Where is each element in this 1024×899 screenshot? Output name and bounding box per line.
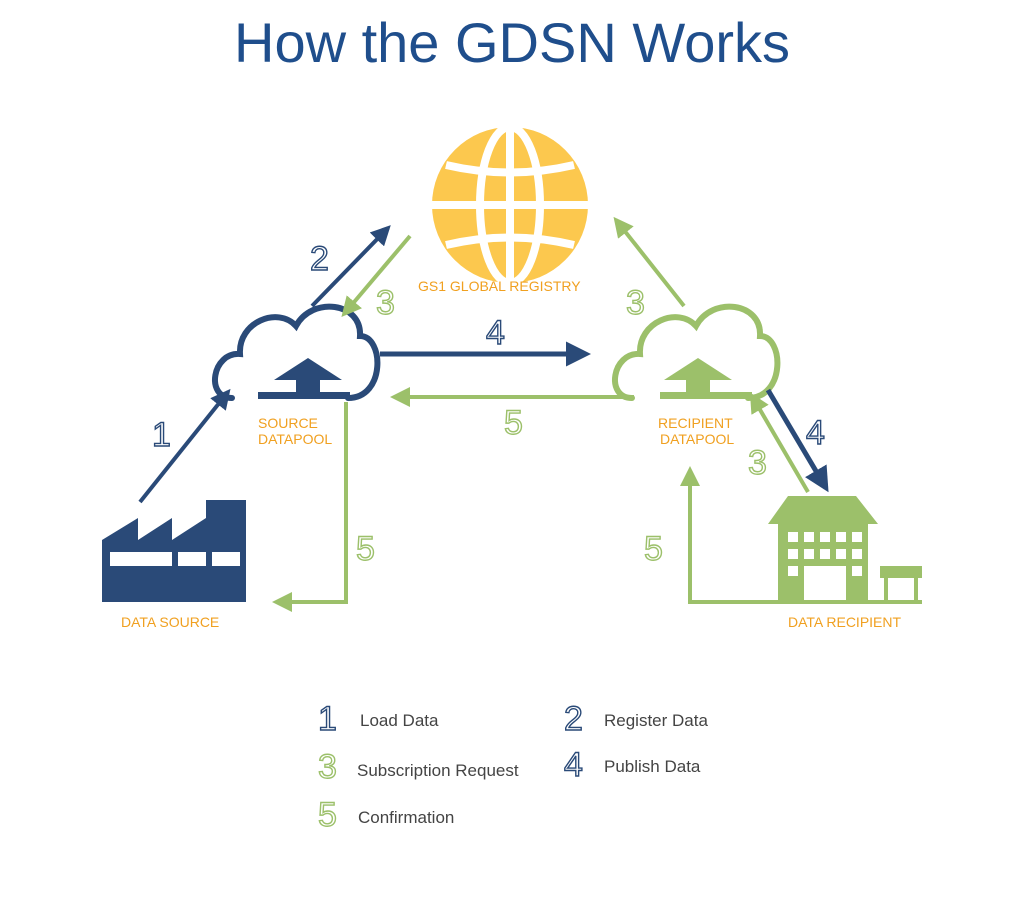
legend-num-5: 5 — [318, 796, 337, 834]
data-source-label: DATA SOURCE — [121, 614, 219, 630]
recipient-datapool-label-line1: RECIPIENT — [658, 415, 733, 431]
legend-text-1: Load Data — [360, 711, 439, 730]
factory-icon — [102, 500, 246, 602]
step-4-right-label: 4 — [806, 414, 825, 452]
source-datapool-cloud-icon — [212, 303, 381, 401]
page-title: How the GDSN Works — [234, 11, 790, 74]
arrow-5-left — [272, 402, 348, 612]
arrow-2-register-data — [310, 225, 391, 308]
arrow-3-left — [341, 234, 412, 318]
legend-num-3: 3 — [318, 748, 337, 786]
legend-text-4: Publish Data — [604, 757, 701, 776]
legend-text-3: Subscription Request — [357, 761, 519, 780]
source-datapool-label-line2: DATAPOOL — [258, 431, 332, 447]
step-1-label: 1 — [152, 416, 171, 454]
data-recipient-label: DATA RECIPIENT — [788, 614, 902, 630]
arrow-3-right-bottom — [749, 392, 810, 494]
legend-num-2: 2 — [564, 700, 583, 738]
step-5-right-label: 5 — [644, 530, 663, 568]
legend-text-2: Register Data — [604, 711, 708, 730]
recipient-datapool-cloud-icon — [612, 303, 781, 401]
arrow-5-right — [680, 466, 922, 604]
registry-label: GS1 GLOBAL REGISTRY — [418, 278, 581, 294]
step-3-right-bottom-label: 3 — [748, 444, 767, 482]
arrow-1-load-data — [138, 388, 231, 504]
step-5-middle-label: 5 — [504, 404, 523, 442]
step-4-top-label: 4 — [486, 314, 505, 352]
step-3-left-label: 3 — [376, 284, 395, 322]
recipient-datapool-label-line2: DATAPOOL — [660, 431, 734, 447]
arrow-3-right-top — [613, 216, 686, 308]
legend: 1 Load Data 2 Register Data 3 Subscripti… — [317, 699, 708, 834]
source-datapool-label-line1: SOURCE — [258, 415, 318, 431]
step-3-right-top-label: 3 — [626, 284, 645, 322]
globe-icon — [432, 123, 588, 287]
building-icon — [768, 496, 922, 600]
step-2-label: 2 — [310, 240, 329, 278]
arrow-4-right — [765, 388, 829, 493]
legend-text-5: Confirmation — [358, 808, 454, 827]
legend-num-4: 4 — [564, 746, 583, 784]
legend-num-1: 1 — [318, 700, 337, 738]
step-5-left-label: 5 — [356, 530, 375, 568]
